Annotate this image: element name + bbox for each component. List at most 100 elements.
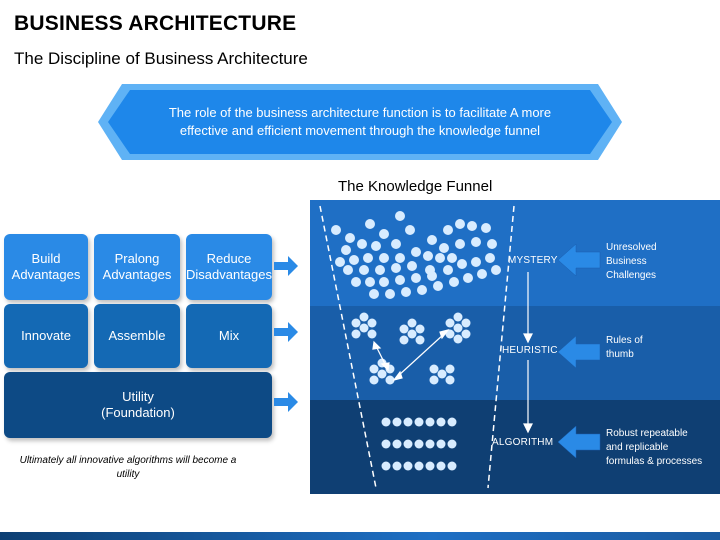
banner-text: The role of the business architecture fu… bbox=[168, 105, 552, 138]
algorithm-band bbox=[310, 400, 720, 494]
algorithm-circle bbox=[381, 439, 391, 449]
mystery-circle bbox=[417, 285, 427, 295]
mystery-circle bbox=[455, 239, 465, 249]
algorithm-circle bbox=[403, 417, 413, 427]
mystery-circle bbox=[343, 265, 353, 275]
mystery-circle bbox=[365, 277, 375, 287]
mystery-circle bbox=[335, 257, 345, 267]
assemble-label: Assemble bbox=[108, 328, 166, 343]
mystery-circle bbox=[463, 273, 473, 283]
mystery-circle bbox=[481, 223, 491, 233]
algorithm-circle bbox=[425, 439, 435, 449]
pralong-advantages-label: Pralong Advantages bbox=[102, 251, 172, 282]
mystery-circle bbox=[379, 229, 389, 239]
funnel-right-edge bbox=[487, 205, 515, 489]
stage-arrow-1-head bbox=[523, 333, 533, 344]
heuristic-arrow-icon bbox=[557, 335, 601, 369]
algorithm-circle bbox=[447, 417, 457, 427]
link-arrow-1 bbox=[375, 345, 387, 367]
mystery-circle bbox=[369, 289, 379, 299]
role-banner: The role of the business architecture fu… bbox=[96, 82, 624, 162]
mystery-circle bbox=[351, 277, 361, 287]
algorithm-circle bbox=[414, 417, 424, 427]
stage-mystery: MYSTERY bbox=[508, 255, 558, 266]
bottom-decor-bar bbox=[0, 532, 720, 540]
mystery-circle bbox=[379, 253, 389, 263]
heuristic-band bbox=[310, 306, 720, 400]
heuristic-circle bbox=[445, 318, 455, 328]
mix-box: Mix bbox=[186, 304, 272, 368]
reduce-disadvantages-box: Reduce Disadvantages bbox=[186, 234, 272, 300]
mystery-circle bbox=[345, 233, 355, 243]
heuristic-circle bbox=[351, 329, 361, 339]
build-advantages-label: Build Advantages bbox=[11, 251, 81, 282]
funnel-graphic bbox=[310, 200, 720, 494]
mystery-circle bbox=[435, 253, 445, 263]
utility-box: Utility (Foundation) bbox=[4, 372, 272, 438]
page-subtitle: The Discipline of Business Architecture bbox=[14, 49, 308, 68]
mystery-circle bbox=[379, 277, 389, 287]
mystery-circle bbox=[395, 211, 405, 221]
mystery-circle bbox=[485, 253, 495, 263]
arrow-row2-icon bbox=[274, 322, 298, 342]
algorithm-circle bbox=[403, 461, 413, 471]
heuristic-circle bbox=[369, 364, 379, 374]
mystery-circle bbox=[405, 225, 415, 235]
mystery-circle bbox=[363, 253, 373, 263]
link-arrow-1-head-a bbox=[372, 340, 382, 350]
heuristic-circle bbox=[429, 364, 439, 374]
heuristic-circle bbox=[407, 329, 417, 339]
mystery-circle bbox=[467, 221, 477, 231]
mystery-circle bbox=[331, 225, 341, 235]
mystery-circle bbox=[423, 251, 433, 261]
heuristic-circle bbox=[351, 318, 361, 328]
heuristic-circle bbox=[445, 375, 455, 385]
arrow-row1-icon bbox=[274, 256, 298, 276]
mystery-circle bbox=[427, 235, 437, 245]
algorithm-circle bbox=[392, 439, 402, 449]
banner-shape bbox=[98, 84, 622, 160]
mix-label: Mix bbox=[218, 328, 240, 343]
heuristic-circle bbox=[407, 318, 417, 328]
heuristic-circle bbox=[359, 312, 369, 322]
link-arrow-2-head-a bbox=[439, 329, 450, 340]
mystery-circle bbox=[443, 225, 453, 235]
heuristic-circle bbox=[445, 329, 455, 339]
funnel-title: The Knowledge Funnel bbox=[338, 178, 493, 195]
link-arrow-2-head-b bbox=[392, 370, 403, 381]
heuristic-circle bbox=[461, 318, 471, 328]
mystery-circle bbox=[407, 261, 417, 271]
mystery-circle bbox=[357, 239, 367, 249]
knowledge-funnel-panel: MYSTERY HEURISTIC ALGORITHM Unresolved B… bbox=[310, 200, 720, 494]
heuristic-circle bbox=[453, 323, 463, 333]
heuristic-circle bbox=[415, 324, 425, 334]
algorithm-circle bbox=[447, 461, 457, 471]
algorithm-circle bbox=[447, 439, 457, 449]
desc-heuristic: Rules of thumb bbox=[606, 335, 643, 360]
pralong-advantages-box: Pralong Advantages bbox=[94, 234, 180, 300]
mystery-circle bbox=[411, 273, 421, 283]
heuristic-circle bbox=[377, 369, 387, 379]
link-arrow-1-head-b bbox=[380, 362, 390, 372]
heuristic-circle bbox=[415, 335, 425, 345]
algorithm-circle bbox=[381, 461, 391, 471]
mystery-circle bbox=[487, 239, 497, 249]
desc-mystery: Unresolved Business Challenges bbox=[606, 242, 657, 281]
innovate-label: Innovate bbox=[21, 328, 71, 343]
mystery-circle bbox=[365, 219, 375, 229]
mystery-circle bbox=[401, 287, 411, 297]
algorithm-circle bbox=[425, 461, 435, 471]
utility-label: Utility (Foundation) bbox=[101, 389, 175, 420]
heuristic-circle bbox=[453, 334, 463, 344]
mystery-circle bbox=[341, 245, 351, 255]
algorithm-circle bbox=[436, 439, 446, 449]
mystery-circle bbox=[385, 289, 395, 299]
mystery-circle bbox=[447, 253, 457, 263]
mystery-arrow-icon bbox=[557, 243, 601, 277]
mystery-circle bbox=[391, 263, 401, 273]
innovate-box: Innovate bbox=[4, 304, 88, 368]
heuristic-circle bbox=[429, 375, 439, 385]
algorithm-circle bbox=[381, 417, 391, 427]
mystery-circle bbox=[359, 265, 369, 275]
mystery-circle bbox=[349, 255, 359, 265]
